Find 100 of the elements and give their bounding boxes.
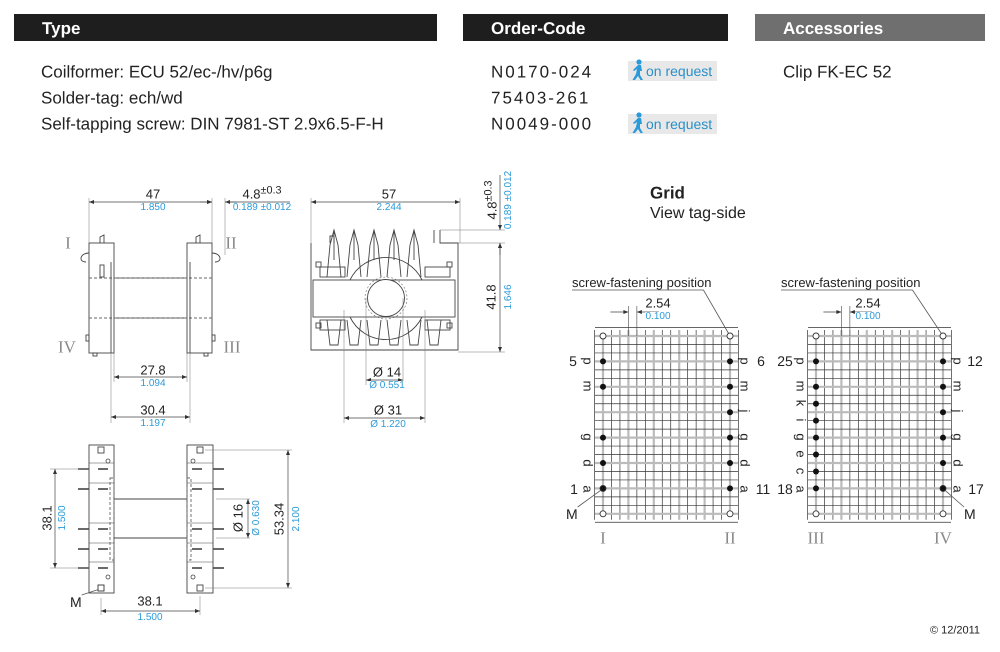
note-text: View tag-side [650, 206, 746, 222]
status-text: on request [646, 64, 712, 78]
callout-letter: M [70, 595, 82, 609]
status-badge [628, 61, 718, 81]
section-header: Type [14, 14, 437, 41]
spec-text: Solder-tag: ech/wd [41, 90, 183, 106]
section-header: Order-Code [463, 14, 728, 41]
leader-line [577, 490, 602, 508]
pin-letter: d [738, 459, 752, 467]
view-marker: IV [934, 530, 952, 546]
copyright-text: © 12/2011 [930, 626, 980, 636]
view-marker: III [808, 530, 824, 546]
dimension-value-inch: 0.189 ±0.012 [504, 170, 514, 230]
pin-letter: j [738, 410, 752, 412]
spec-text: Self-tapping screw: DIN 7981-ST 2.9x6.5-F-H [41, 116, 384, 132]
dimension-value: 30.4 [140, 404, 166, 416]
order-code: 75403-261 [491, 90, 590, 106]
status-badge [628, 114, 718, 134]
leader-line [780, 290, 942, 334]
dimension-value: 38.1 [40, 505, 54, 531]
pin-letter: a [952, 485, 964, 493]
pin-letter: k [794, 400, 808, 406]
callout-text: screw-fastening position [781, 276, 920, 289]
pin-letter: m [582, 380, 594, 392]
view-marker: III [224, 338, 240, 356]
dimension-value-inch: Ø 1.220 [370, 420, 406, 430]
pin-number: 5 [569, 354, 577, 368]
callout-letter: M [566, 507, 578, 521]
dimension-value-inch: 1.500 [58, 505, 68, 531]
dimension-value: Ø 31 [374, 404, 402, 416]
pin-letter: g [952, 433, 964, 441]
pin-letter: p [794, 357, 808, 365]
view-marker: IV [58, 338, 76, 356]
pin-square [98, 584, 104, 592]
pin-letter: p [738, 357, 752, 365]
dimension-value-inch: 2.244 [376, 203, 402, 213]
dimension-value-inch: Ø 0.551 [369, 381, 405, 391]
pin-letter: m [952, 380, 964, 392]
order-code: N0170-024 [491, 64, 594, 80]
dimension-value: 47 [146, 188, 160, 200]
dimension-value-inch: 2.100 [292, 506, 302, 532]
pin-letter: a [738, 485, 752, 493]
order-code: N0049-000 [491, 116, 594, 132]
leader-line [944, 490, 964, 508]
spec-text: Coilformer: ECU 52/ec-/hv/p6g [41, 64, 272, 80]
pin-letter: p [582, 357, 594, 365]
section-header: Accessories [755, 14, 985, 41]
callout-text: screw-fastening position [572, 276, 712, 289]
callout-letter: M [964, 507, 976, 521]
pin-letter: d [582, 459, 594, 467]
dimension-value: 2.54 [645, 296, 671, 310]
pin-letter: j [952, 410, 964, 412]
pin-letter: a [794, 485, 808, 493]
pin-letter: m [794, 380, 808, 392]
dimension-value: 53.34 [272, 502, 286, 536]
pin-letter: g [738, 433, 752, 441]
screw-hole-marker [940, 332, 946, 340]
pin-dot [600, 484, 606, 492]
view-marker: I [65, 234, 71, 252]
pin-number: 18 [777, 482, 793, 496]
pin-dot [940, 484, 946, 492]
dimension-value: 38.1 [137, 594, 163, 608]
section-heading: Grid [650, 184, 685, 202]
dimension-value: 4.8$^{±0.3}$ [242, 185, 282, 201]
view-marker: I [600, 530, 606, 546]
pin-number: 11 [756, 482, 770, 496]
pin-letter: d [952, 459, 964, 467]
dimension-value: 2.54 [855, 296, 881, 310]
dimension-value-inch: 1.094 [140, 379, 166, 389]
pin-number: 12 [967, 354, 983, 368]
dimension-value-inch: 1.646 [504, 284, 514, 310]
dimension-value-inch: 1.197 [140, 419, 166, 429]
screw-hole-marker [726, 332, 734, 340]
pin-letter: a [582, 485, 594, 493]
pin-number: 25 [777, 354, 793, 368]
pin-letter: p [952, 357, 964, 365]
pin-letter: g [794, 433, 808, 441]
accessory-text: Clip FK-EC 52 [783, 64, 892, 80]
dimension-value-inch: 1.500 [137, 613, 163, 623]
pin-number: 17 [968, 482, 984, 496]
pin-number: 1 [570, 482, 578, 496]
view-marker: II [225, 234, 237, 252]
pin-letter: c [794, 468, 808, 474]
pin-letter: g [582, 433, 594, 441]
dimension-value: Ø 16 [232, 504, 244, 532]
pin-number: 6 [757, 354, 765, 368]
dimension-value-inch: 1.850 [140, 203, 166, 213]
leader-line [572, 290, 729, 334]
dimension-value-inch: Ø 0.630 [252, 500, 262, 536]
dimension-value: 41.8 [484, 284, 498, 310]
dimension-value-inch: 0.100 [645, 312, 671, 322]
pin-letter: m [738, 380, 752, 392]
view-marker: II [724, 530, 736, 546]
leader-line [81, 589, 99, 596]
dimension-value: Ø 14 [372, 366, 402, 378]
pin-letter: e [794, 450, 808, 458]
dimension-value-inch: 0.189 ±0.012 [232, 203, 292, 213]
pin-letter: i [794, 418, 808, 422]
dimension-value-inch: 0.100 [855, 312, 881, 322]
dimension-value: 57 [382, 188, 396, 200]
